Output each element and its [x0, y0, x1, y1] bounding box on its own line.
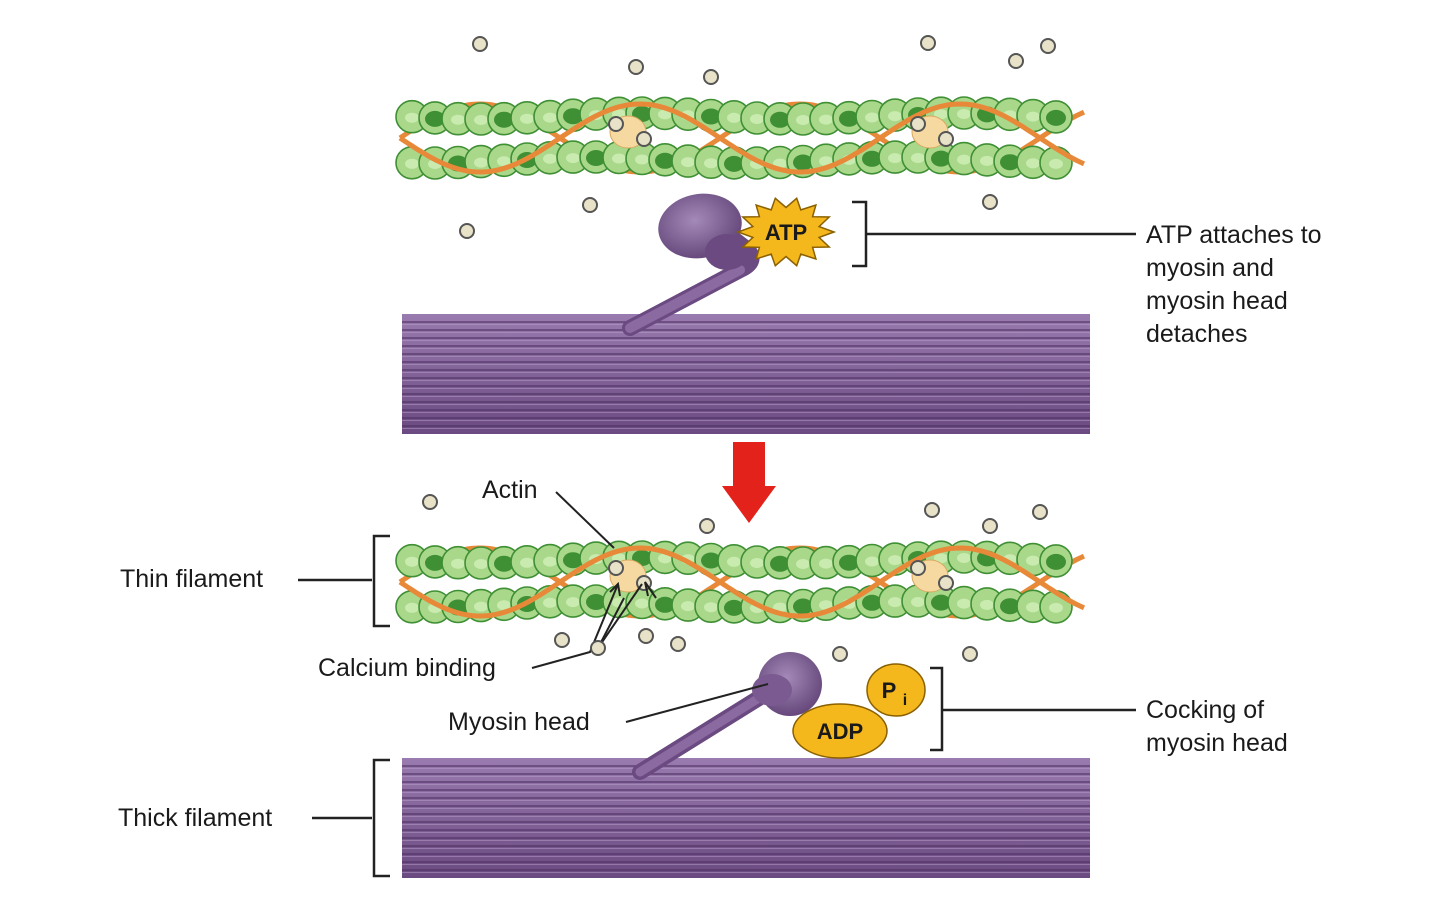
atp-molecule: ATP: [735, 197, 837, 267]
red-down-arrow-icon: [722, 442, 776, 523]
cocking-caption: Cocking of myosin head: [1146, 696, 1288, 757]
pi-label: P: [882, 678, 897, 703]
calcium-ion: [554, 632, 570, 648]
adp-label: ADP: [817, 719, 863, 744]
calcium-ion: [1032, 504, 1048, 520]
calcium-ion: [422, 494, 438, 510]
calcium-ion: [1008, 53, 1024, 69]
calcium-ion: [962, 646, 978, 662]
calcium-ion: [982, 518, 998, 534]
thick-filament-bracket: [312, 758, 390, 878]
calcium-leader-2: [597, 597, 625, 649]
thick-filament-label: Thick filament: [118, 804, 272, 832]
thick-filament-bottom: [402, 758, 1090, 878]
atp-caption: ATP attaches to myosin and myosin head d…: [1146, 221, 1329, 348]
calcium-ion: [1040, 38, 1056, 54]
myosin-head-detached: [622, 193, 760, 336]
myosin-head-label: Myosin head: [448, 708, 590, 736]
calcium-binding-label: Calcium binding: [318, 654, 496, 682]
myosin-head-cocked: [632, 652, 822, 780]
atp-label: ATP: [765, 220, 807, 245]
calcium-ion: [459, 223, 475, 239]
phosphate-molecule: P i: [866, 663, 926, 717]
calcium-ion: [982, 194, 998, 210]
calcium-ion: [699, 518, 715, 534]
calcium-ion: [582, 197, 598, 213]
myosin-head-leader: [625, 683, 769, 723]
calcium-ion: [832, 646, 848, 662]
thick-filament-top: [402, 314, 1090, 434]
panel-atp-attach: ATP ATP attaches to myosin and myosin he…: [395, 96, 1329, 434]
thin-filament-bottom: [395, 540, 1086, 624]
calcium-leader: [531, 581, 657, 669]
calcium-ion: [924, 502, 940, 518]
calcium-ion: [703, 69, 719, 85]
pi-subscript: i: [903, 692, 907, 709]
thin-filament-bracket: [298, 534, 390, 628]
cocking-bracket: [930, 666, 1136, 752]
actin-leader: [555, 491, 615, 549]
panel-cocking: ADP P i Cocking of myosin head Actin Thi…: [118, 476, 1288, 878]
actin-label: Actin: [482, 476, 538, 504]
calcium-ion: [628, 59, 644, 75]
thin-filament-top: [395, 96, 1086, 180]
calcium-ion: [472, 36, 488, 52]
thin-filament-label: Thin filament: [120, 565, 263, 593]
atp-bracket: [852, 200, 1136, 268]
calcium-ion: [590, 640, 606, 656]
calcium-ions: [422, 35, 1056, 662]
calcium-ion: [670, 636, 686, 652]
calcium-ion: [920, 35, 936, 51]
adp-molecule: ADP: [792, 703, 888, 759]
calcium-ion: [638, 628, 654, 644]
